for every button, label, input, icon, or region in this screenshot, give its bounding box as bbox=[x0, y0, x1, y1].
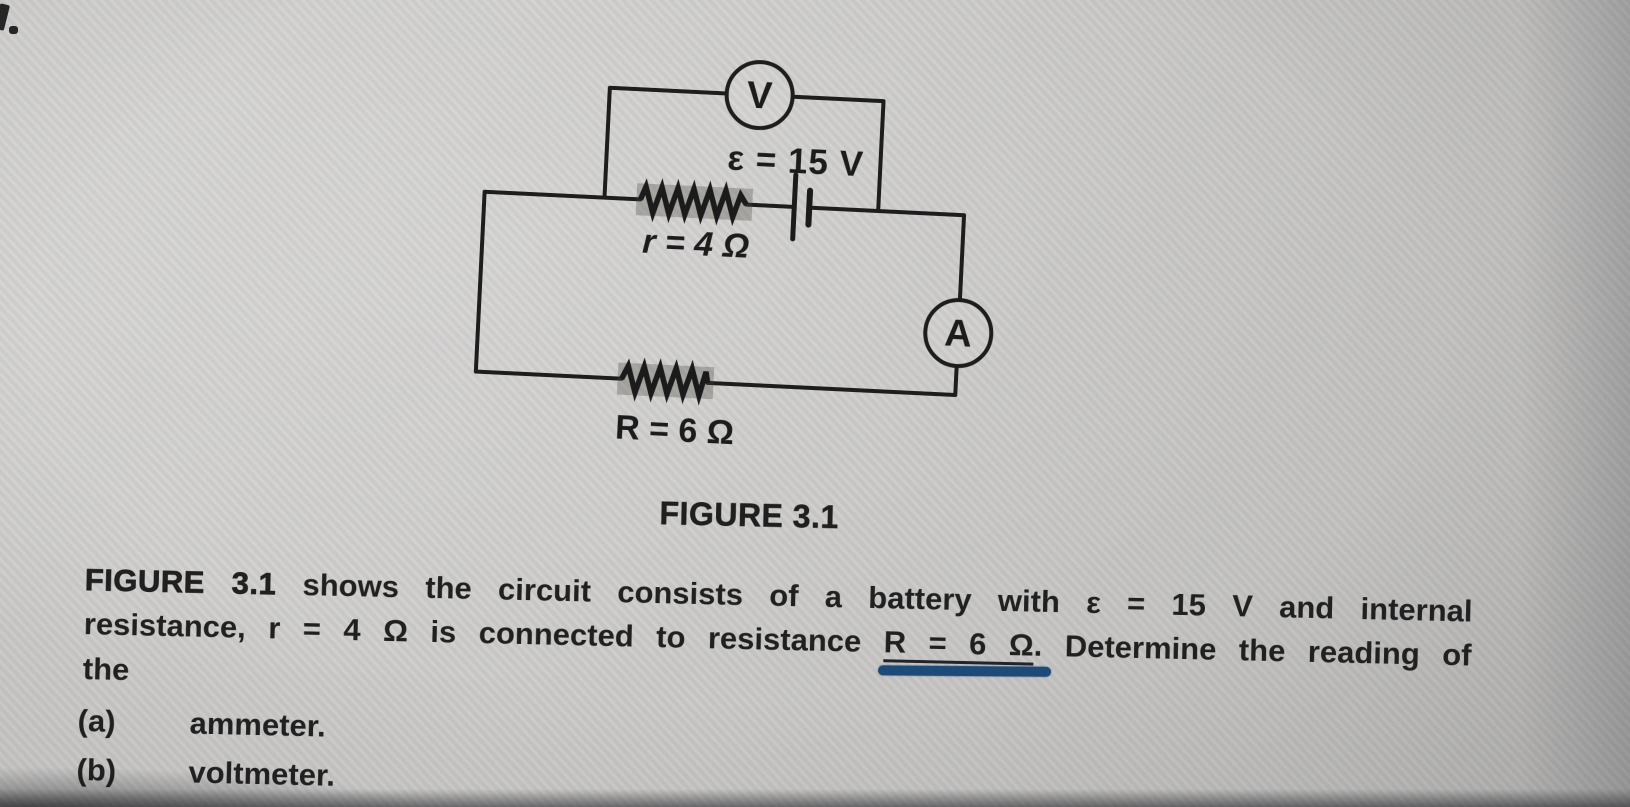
battery-short-plate bbox=[805, 187, 814, 228]
item-marker: (a) bbox=[77, 702, 116, 739]
problem-figure-reference: FIGURE 3.1 bbox=[84, 562, 277, 602]
item-marker: (b) bbox=[76, 751, 117, 788]
question-list: (a) ammeter. (b) voltmeter. bbox=[76, 696, 337, 800]
ink-dot bbox=[9, 26, 18, 34]
item-label: ammeter. bbox=[189, 705, 327, 744]
problem-line-2-tail: . Determine the reading of bbox=[1033, 627, 1472, 673]
circuit-figure: V A ε = 15 V r = 4 Ω R = 6 Ω bbox=[431, 40, 1031, 498]
ammeter-circle bbox=[923, 298, 994, 369]
voltmeter-loop-wire bbox=[602, 85, 886, 214]
resistor-r-zigzag bbox=[637, 178, 749, 227]
underlined-resistance-value: R = 6 Ω bbox=[883, 624, 1035, 663]
internal-resistance-label: r = 4 Ω bbox=[641, 223, 750, 266]
list-item: (b) voltmeter. bbox=[76, 745, 335, 800]
emf-label: ε = 15 V bbox=[727, 139, 865, 185]
main-loop-wire bbox=[473, 189, 967, 398]
load-resistance-label: R = 6 Ω bbox=[614, 408, 735, 452]
resistor-R-zigzag bbox=[619, 357, 711, 406]
voltmeter-circle bbox=[724, 60, 795, 131]
figure-caption: FIGURE 3.1 bbox=[659, 495, 840, 536]
list-item: (a) ammeter. bbox=[77, 696, 336, 751]
circuit-diagram: V A ε = 15 V r = 4 Ω R = 6 Ω bbox=[473, 60, 994, 452]
voltmeter-label: V bbox=[746, 75, 774, 118]
ammeter-label: A bbox=[944, 312, 973, 355]
battery-long-plate bbox=[790, 172, 799, 242]
item-label: voltmeter. bbox=[188, 754, 336, 793]
